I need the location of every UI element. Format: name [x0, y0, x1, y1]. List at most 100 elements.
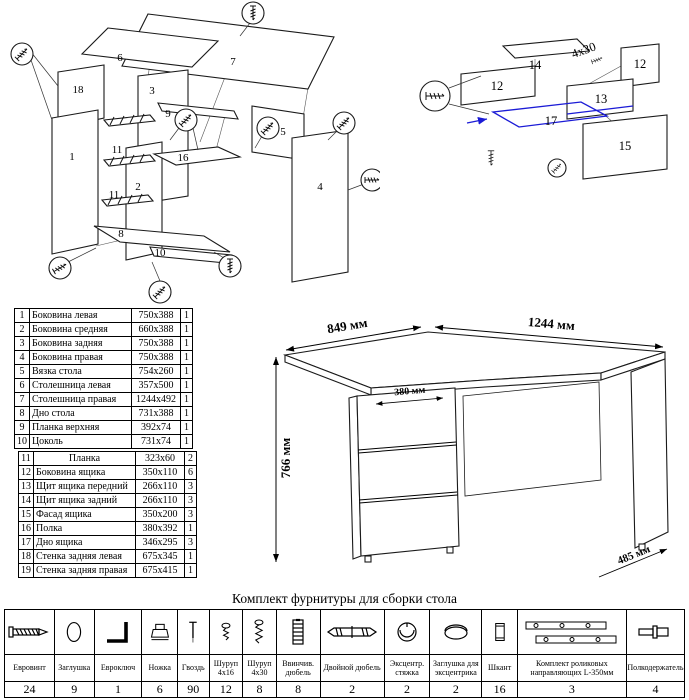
parts-cell-size: 731x74 [131, 434, 181, 449]
parts-cell-size: 750x388 [131, 336, 181, 351]
parts-cell-num: 3 [14, 336, 30, 351]
dowel-icon [481, 609, 518, 655]
parts-cell-name: Стенка задняя левая [33, 549, 136, 564]
hardware-item-name: Двойной дюбель [319, 654, 385, 682]
parts-cell-num: 8 [14, 406, 30, 421]
part-label: 10 [155, 247, 167, 259]
part-label: 17 [545, 114, 558, 128]
eccentric-cap-icon [429, 609, 483, 655]
parts-cell-size: 323x60 [135, 451, 185, 466]
parts-cell-size: 357x500 [131, 378, 181, 393]
hardware-item-name: Евроключ [93, 654, 143, 682]
part-label: 9 [165, 108, 171, 120]
parts-cell-size: 750x388 [131, 350, 181, 365]
dimension-849: 849 мм [326, 315, 369, 336]
parts-cell-num: 4 [14, 350, 30, 365]
screw-in-dowel-icon [275, 609, 321, 655]
hardware-item-name: Шуруп 4х30 [242, 654, 277, 682]
parts-cell-num: 14 [18, 493, 34, 508]
part-label: 6 [117, 52, 123, 64]
part-label: 12 [491, 79, 504, 93]
hardware-item-qty: 1 [93, 681, 143, 698]
parts-cell-name: Столешница левая [29, 378, 132, 393]
hardware-item-qty: 8 [242, 681, 277, 698]
hardware-item-qty: 9 [53, 681, 95, 698]
hardware-item-qty: 2 [319, 681, 385, 698]
hardware-item-name: Шуруп 4х16 [208, 654, 244, 682]
eccentric-cam-icon [383, 609, 431, 655]
hardware-item-name: Ножка [141, 654, 179, 682]
hardware-item-name: Шкант [481, 654, 518, 682]
parts-cell-name: Боковина средняя [29, 322, 132, 337]
parts-cell-name: Цоколь [29, 434, 132, 449]
part-label: 18 [73, 84, 85, 96]
part-number-labels: 1 2 3 4 5 6 7 8 9 10 11 11 16 18 [69, 52, 323, 259]
part-label: 7 [230, 56, 236, 68]
parts-cell-size: 1244x492 [131, 392, 181, 407]
parts-cell-name: Боковина ящика [33, 465, 136, 480]
parts-cell-name: Дно стола [29, 406, 132, 421]
parts-cell-qty: 1 [180, 322, 193, 337]
parts-cell-qty: 1 [184, 549, 197, 564]
hardware-callouts [419, 55, 604, 178]
parts-cell-num: 6 [14, 378, 30, 393]
parts-cell-qty: 1 [180, 364, 193, 379]
part-label: 13 [595, 92, 608, 106]
hardware-item-qty: 90 [177, 681, 210, 698]
parts-cell-qty: 1 [184, 563, 197, 578]
parts-cell-qty: 1 [184, 521, 197, 536]
parts-cell-name: Планка верхняя [29, 420, 132, 435]
hardware-item-qty: 3 [516, 681, 627, 698]
parts-cell-num: 13 [18, 479, 34, 494]
desk-body [282, 331, 669, 563]
exploded-desk-diagram: 1 2 3 4 5 6 7 8 9 10 11 11 16 18 [10, 1, 380, 304]
parts-cell-num: 11 [18, 451, 34, 466]
part-label: 11 [112, 144, 123, 156]
hardware-item-name: Эксцентр. стяжка [383, 654, 431, 682]
parts-cell-size: 731x388 [131, 406, 181, 421]
hardware-item-qty: 8 [275, 681, 321, 698]
parts-cell-qty: 1 [180, 350, 193, 365]
parts-cell-num: 12 [18, 465, 34, 480]
hardware-item-name: Евровинт [4, 654, 55, 682]
roller-guides-icon [516, 609, 627, 655]
parts-cell-name: Полка [33, 521, 136, 536]
hardware-item-qty: 16 [481, 681, 518, 698]
parts-cell-size: 750x388 [131, 308, 181, 323]
hex-key-icon [93, 609, 143, 655]
parts-cell-num: 1 [14, 308, 30, 323]
parts-cell-size: 392x74 [131, 420, 181, 435]
parts-cell-name: Планка [33, 451, 136, 466]
drawer-panels [460, 38, 668, 180]
cap-icon [53, 609, 95, 655]
parts-cell-num: 5 [14, 364, 30, 379]
desk-panels [51, 13, 349, 283]
nail-icon [177, 609, 210, 655]
dimension-380: 380 мм [394, 385, 426, 399]
parts-cell-num: 10 [14, 434, 30, 449]
parts-cell-qty: 1 [180, 378, 193, 393]
dimension-1244: 1244 мм [527, 314, 575, 333]
parts-cell-size: 350x110 [135, 465, 185, 480]
part-label: 14 [529, 58, 542, 72]
parts-cell-qty: 2 [184, 451, 197, 466]
hardware-item-name: Гвоздь [177, 654, 210, 682]
hardware-item-name: Заглушка [53, 654, 95, 682]
